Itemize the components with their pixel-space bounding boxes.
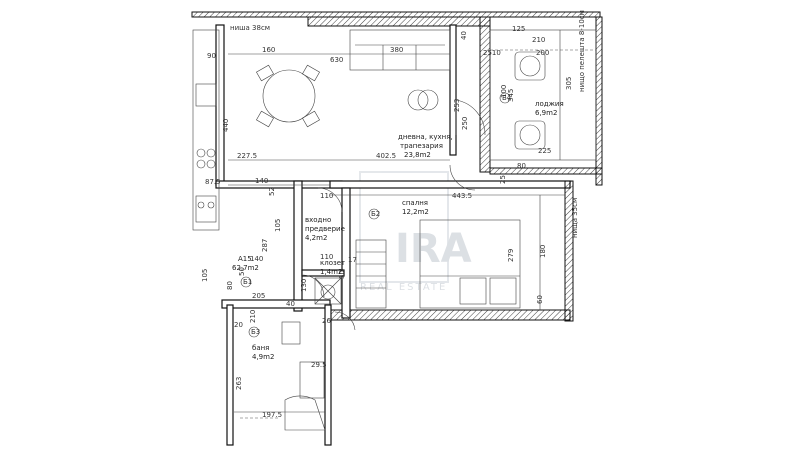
column-markers: Б1 Б2 Б3 Б4 xyxy=(240,92,512,338)
dim-label: 87.5 xyxy=(205,178,221,186)
dimension-labels: 380 160 630 40 2510 125 210 200 90 440 2… xyxy=(201,25,573,419)
dim-label: 17 xyxy=(348,256,357,264)
note-top: ниша 38см xyxy=(230,24,270,32)
dim-label: 80 xyxy=(226,281,234,290)
dim-label: 80 xyxy=(517,162,526,170)
wc-fixtures xyxy=(314,277,342,305)
dim-label: 20 xyxy=(234,321,243,329)
marker-label: Б4 xyxy=(502,94,512,102)
room-hall-name2: предверие xyxy=(305,225,345,233)
dim-label: 140 xyxy=(250,255,263,263)
apartment-area: 62,7m2 xyxy=(232,264,259,272)
dim-label: 440 xyxy=(222,119,230,132)
dimension-lines xyxy=(228,53,565,413)
room-wc-area: 1,4m2 xyxy=(320,268,342,276)
dim-label: 210 xyxy=(532,36,545,44)
watermark-sub: REAL ESTATE xyxy=(360,282,447,293)
dim-label: 52 xyxy=(268,187,276,196)
dim-label: 345 xyxy=(507,89,515,102)
loggia-furniture xyxy=(489,29,597,161)
walls xyxy=(191,11,603,446)
dim-label: 630 xyxy=(330,56,343,64)
apartment-id: A15 xyxy=(238,255,252,263)
dim-label: 105 xyxy=(274,219,282,232)
dim-label: 225 xyxy=(538,147,551,155)
dim-label: 40 xyxy=(460,31,468,40)
dim-label: 90 xyxy=(207,52,216,60)
room-wc-name: клозет xyxy=(320,259,345,267)
room-bath-name: баня xyxy=(252,344,269,352)
dim-label: 210 xyxy=(249,310,257,323)
room-living-area: 23,8m2 xyxy=(404,151,431,159)
dim-label: 250 xyxy=(461,117,469,130)
dim-label: 200 xyxy=(536,49,549,57)
dim-label: 287 xyxy=(261,239,269,252)
dim-label: 40 xyxy=(286,300,295,308)
dim-label: 197.5 xyxy=(262,411,282,419)
dim-label: 279 xyxy=(507,249,515,262)
room-bedroom-area: 12,2m2 xyxy=(402,208,429,216)
room-hall-name: входно xyxy=(305,216,331,224)
coffee-table xyxy=(407,89,439,111)
dim-label: 26 xyxy=(322,317,331,325)
dim-label: 25 xyxy=(499,175,507,184)
room-living-name2: трапезария xyxy=(400,142,443,150)
dim-label: 253 xyxy=(453,99,461,112)
dim-label: 60 xyxy=(536,295,544,304)
marker-label: Б1 xyxy=(243,278,252,286)
room-bedroom-name: спалня xyxy=(402,199,428,207)
dim-label: 227.5 xyxy=(237,152,257,160)
dim-label: 125 xyxy=(512,25,525,33)
watermark-brand: IRA xyxy=(395,226,472,272)
dim-label: 105 xyxy=(201,269,209,282)
room-bath-area: 4,9m2 xyxy=(252,353,274,361)
dim-label: 110 xyxy=(320,192,333,200)
doors xyxy=(301,99,486,331)
dim-label: 110 xyxy=(320,253,333,261)
room-living-name: дневна, кухня, xyxy=(398,133,453,141)
wardrobe xyxy=(355,239,387,309)
room-hall-area: 4,2m2 xyxy=(305,234,327,242)
dining-table xyxy=(256,64,320,128)
marker-label: Б2 xyxy=(371,210,380,218)
dim-label: 100 xyxy=(500,85,508,98)
watermark: IRA REAL ESTATE xyxy=(359,171,472,293)
dim-label: 402.5 xyxy=(376,152,396,160)
dim-label: 130 xyxy=(300,279,308,292)
bed xyxy=(419,219,521,309)
dim-label: 2510 xyxy=(483,49,501,57)
room-labels: дневна, кухня, трапезария 23,8m2 спалня … xyxy=(232,100,564,361)
dim-label: 205 xyxy=(252,292,265,300)
marker-label: Б3 xyxy=(251,328,260,336)
room-loggia-area: 6,9m2 xyxy=(535,109,557,117)
room-loggia-name: лоджия xyxy=(535,100,564,108)
dim-label: 180 xyxy=(539,245,547,258)
kitchen-counter xyxy=(192,29,220,231)
dim-label: 443.5 xyxy=(452,192,472,200)
dim-label: 380 xyxy=(390,46,403,54)
dim-label: 263 xyxy=(235,377,243,390)
dim-label: 160 xyxy=(262,46,275,54)
note-right: нищо пелешта 8-10см xyxy=(578,10,586,92)
bath-fixtures xyxy=(240,321,326,431)
sofa xyxy=(349,29,451,71)
dim-label: 29.5 xyxy=(311,361,327,369)
dim-label: 50 xyxy=(238,267,246,276)
dim-label: 140 xyxy=(255,177,268,185)
note-right2: нища 35см xyxy=(571,198,579,238)
dim-label: 50 xyxy=(338,270,346,279)
dim-label: 305 xyxy=(565,77,573,90)
